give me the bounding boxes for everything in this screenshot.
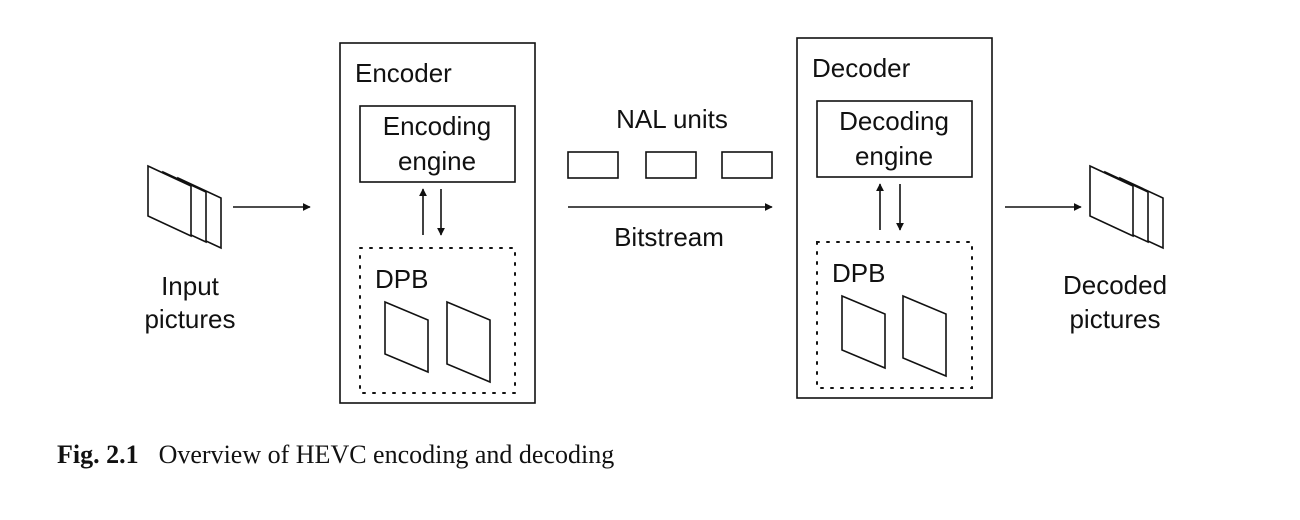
input-pictures-label-line2: pictures — [144, 304, 235, 334]
decoder-title: Decoder — [812, 53, 911, 83]
decoder-dpb-box — [816, 241, 973, 389]
decoding-engine-box — [816, 100, 973, 178]
nal-unit-box — [645, 151, 697, 179]
nal-unit-boxes — [567, 151, 773, 179]
input-pictures-label-line1: Input — [161, 271, 220, 301]
encoding-engine-label-line1: Encoding — [383, 111, 491, 141]
decoding-engine-label-line2: engine — [855, 141, 933, 171]
bitstream-label: Bitstream — [614, 222, 724, 252]
decoded-pictures-icon — [1089, 164, 1164, 250]
encoder-dpb-pictures-icon — [384, 300, 491, 384]
decoded-pictures-label-line2: pictures — [1069, 304, 1160, 334]
encoder-box — [339, 42, 536, 404]
decoder-box — [796, 37, 993, 399]
hevc-overview-diagram: Input pictures Encoder Encoding engine D… — [144, 37, 1167, 404]
nal-units-label: NAL units — [616, 104, 728, 134]
encoder-title: Encoder — [355, 58, 452, 88]
figure-number: Fig. 2.1 — [57, 440, 139, 469]
figure-caption: Fig. 2.1 Overview of HEVC encoding and de… — [57, 440, 614, 470]
figure-caption-text: Overview of HEVC encoding and decoding — [158, 440, 615, 469]
decoder-dpb-pictures-icon — [841, 294, 947, 378]
encoding-engine-box — [359, 105, 516, 183]
decoding-engine-label-line1: Decoding — [839, 106, 949, 136]
input-pictures-icon — [147, 164, 222, 250]
decoded-pictures-label-line1: Decoded — [1063, 270, 1167, 300]
encoder-dpb-label: DPB — [375, 264, 428, 294]
encoding-engine-label-line2: engine — [398, 146, 476, 176]
nal-unit-box — [567, 151, 619, 179]
decoder-dpb-label: DPB — [832, 258, 885, 288]
nal-unit-box — [721, 151, 773, 179]
